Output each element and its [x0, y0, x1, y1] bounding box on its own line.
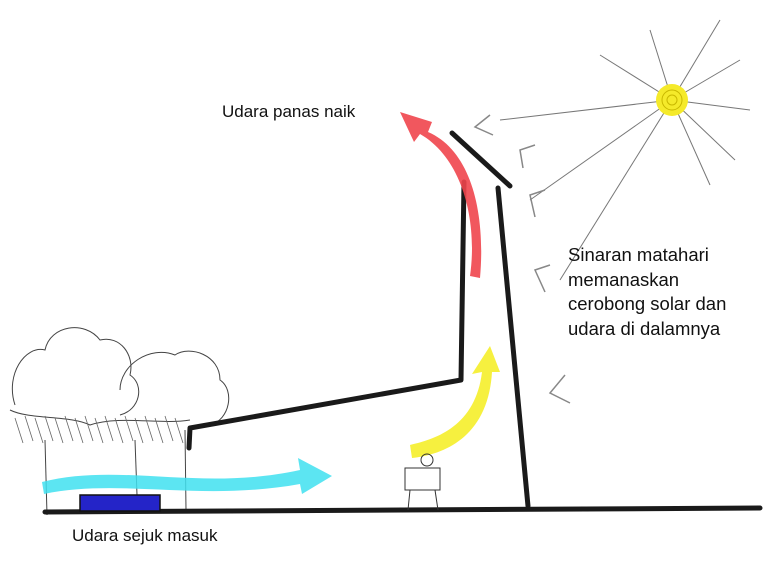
cool-air-enters-label: Udara sejuk masuk	[72, 526, 218, 545]
tree-hatching	[14, 415, 184, 444]
warm-air-arrow	[410, 346, 500, 458]
solar-chimney-structure	[42, 130, 763, 515]
label-line: udara di dalamnya	[568, 317, 721, 339]
water-pool	[79, 494, 161, 512]
label-line: Sinaran matahari	[568, 244, 709, 265]
cool-air-arrow	[42, 458, 332, 494]
hot-air-rises-label: Udara panas naik	[222, 102, 356, 121]
label-line: cerobong solar dan	[568, 293, 727, 314]
radiation-chevrons	[473, 114, 571, 404]
label-line: memanaskan	[568, 268, 680, 290]
trees	[9, 327, 230, 516]
sun-heats-chimney-label: Sinaran matahari memanaskan cerobong sol…	[568, 243, 726, 341]
sun-icon	[656, 84, 688, 116]
person-reading-sketch	[404, 453, 441, 511]
sun-rays	[499, 19, 751, 281]
hot-air-arrow	[400, 112, 482, 278]
